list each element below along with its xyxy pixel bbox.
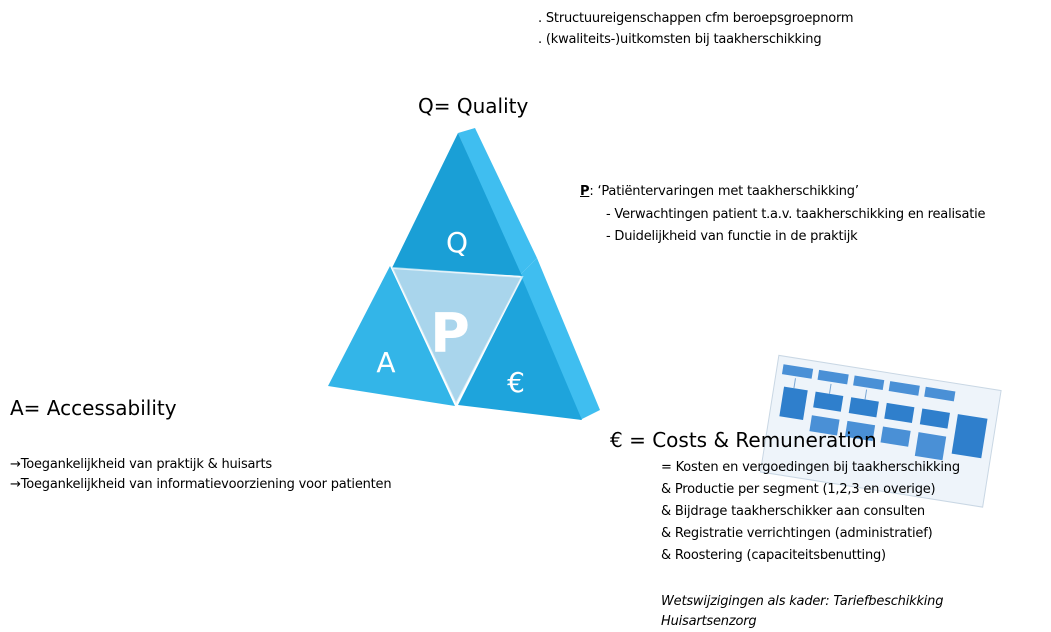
pyramid-side-upper <box>458 128 537 275</box>
costs-item-2: & Productie per segment (1,2,3 en overig… <box>661 482 936 497</box>
pyramid-side-lower <box>520 258 600 420</box>
top-note-structure: . Structuureigenschappen cfm beroepsgroe… <box>538 11 854 26</box>
pyramid-q-letter: Q <box>446 226 468 259</box>
pyramid-euro-letter: € <box>507 366 525 399</box>
pyramid-p-letter: P <box>430 302 470 365</box>
access-item-practice: →Toegankelijkheid van praktijk & huisart… <box>10 457 272 472</box>
costs-item-4: & Registratie verrichtingen (administrat… <box>661 526 933 541</box>
costs-note-line-2: Huisartsenzorg <box>661 614 757 629</box>
top-note-outcomes: . (kwaliteits-)uitkomsten bij taakhersch… <box>538 32 822 47</box>
pyramid-q-face <box>392 133 522 276</box>
access-item-information: →Toegankelijkheid van informatievoorzien… <box>10 477 392 492</box>
quality-title: Q= Quality <box>418 94 529 118</box>
costs-title: € = Costs & Remuneration <box>610 428 877 452</box>
patient-title: P: ‘Patiëntervaringen met taakherschikki… <box>580 183 859 201</box>
pyramid-p-face <box>392 268 522 404</box>
costs-item-5: & Roostering (capaciteitsbenutting) <box>661 548 886 563</box>
pyramid-a-letter: A <box>376 346 395 379</box>
patient-prefix: P <box>580 184 590 199</box>
pyramid-a-face <box>328 266 455 406</box>
patient-item-clarity: - Duidelijkheid van functie in de prakti… <box>606 229 858 244</box>
pyramid-euro-face <box>458 278 582 420</box>
patient-item-expectations: - Verwachtingen patient t.a.v. taakhersc… <box>606 207 986 222</box>
patient-title-text: : ‘Patiëntervaringen met taakherschikkin… <box>589 184 859 199</box>
costs-note-line-1: Wetswijzigingen als kader: Tariefbeschik… <box>661 594 944 609</box>
costs-item-3: & Bijdrage taakherschikker aan consulten <box>661 504 925 519</box>
flowchart-thumbnail <box>759 354 1002 508</box>
access-title: A= Accessability <box>10 396 177 420</box>
costs-item-1: = Kosten en vergoedingen bij taakherschi… <box>661 460 960 475</box>
